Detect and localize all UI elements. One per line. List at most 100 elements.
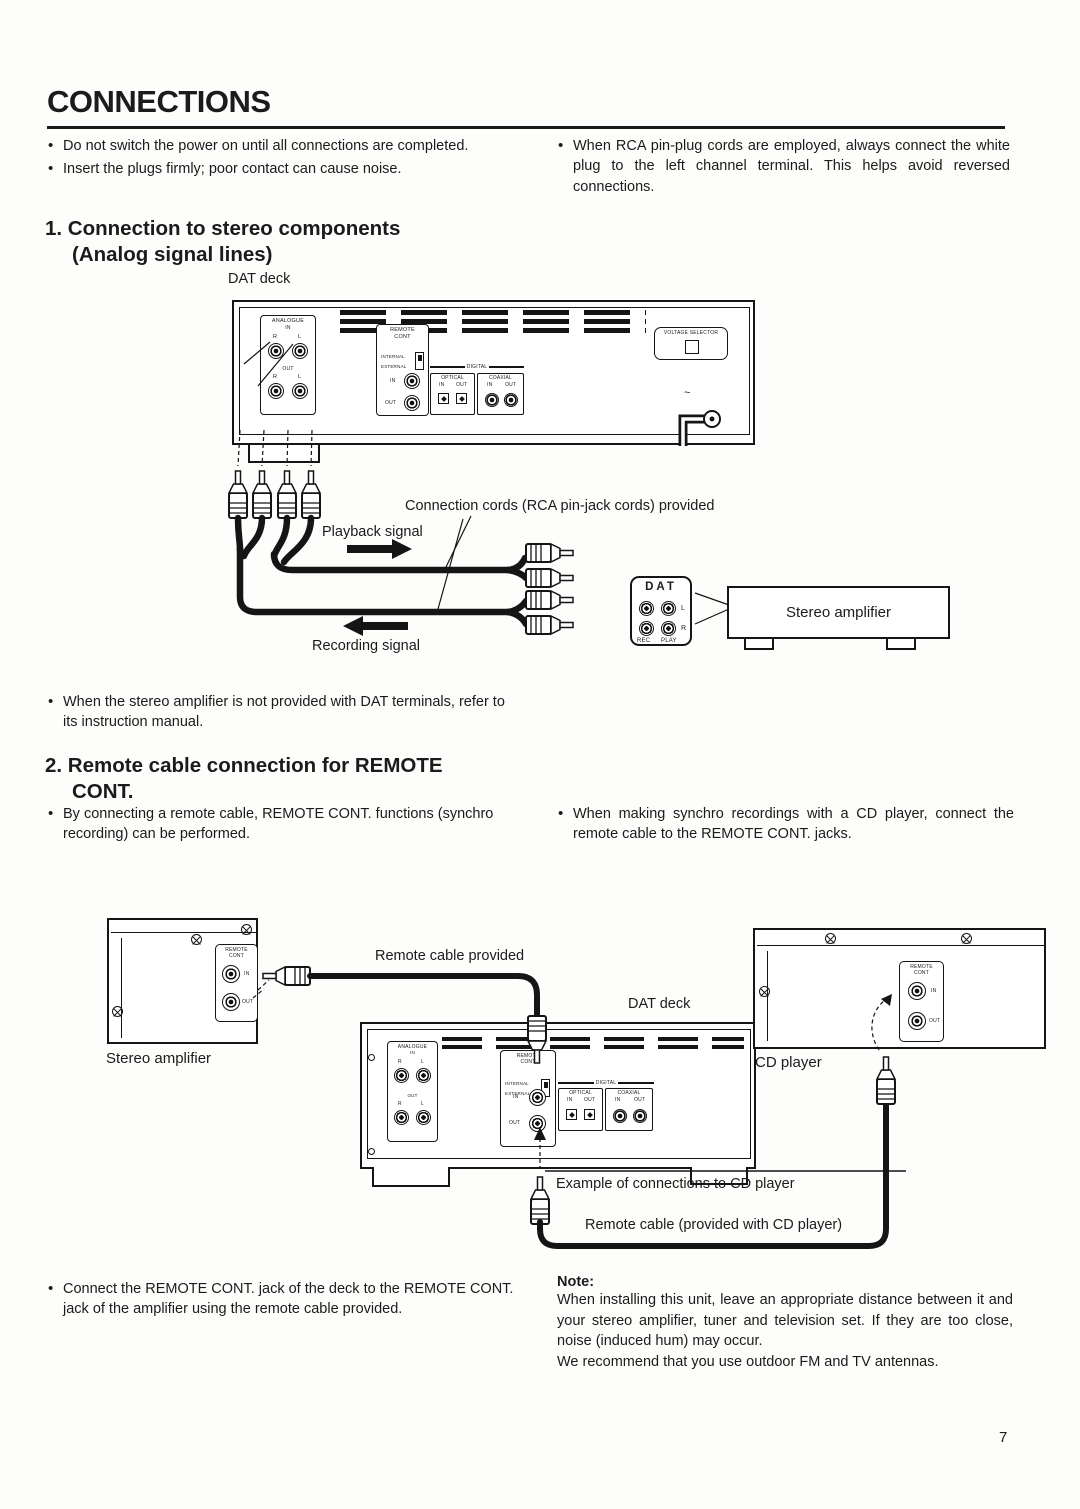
analogue-in-r-jack [394, 1068, 409, 1083]
amplifier-pointer-lines [694, 592, 730, 625]
dat-terminals-title: DAT [645, 581, 677, 593]
voltage-selector-label: VOLTAGE SELECTOR [663, 330, 719, 336]
playback-direction-arrow [347, 539, 412, 559]
digital-label: DIGITAL [466, 364, 488, 370]
r-label: R [681, 625, 687, 632]
cd-remote-cable-label: Remote cable (provided with CD player) [585, 1217, 843, 1233]
panel-edge-line [111, 932, 256, 933]
screw-icon [759, 986, 770, 997]
screw-icon [961, 933, 972, 944]
bullet-item: When the stereo amplifier is not provide… [48, 691, 518, 733]
remote-cont-block: REMOTE CONT INTERNAL EXTERNAL IN OUT [376, 324, 429, 416]
optical-out-connector [456, 393, 467, 404]
bullet-text: Insert the plugs firmly; poor contact ca… [63, 161, 402, 178]
section2-heading: 2. Remote cable connection for REMOTE CO… [45, 753, 443, 805]
coaxial-label: COAXIAL [617, 1090, 641, 1096]
remote-label: REMOTE [225, 947, 248, 953]
rca-plug-icon [525, 543, 574, 635]
panel-edge-line [121, 938, 122, 1038]
digital-section-header: DIGITAL [558, 1080, 654, 1086]
in-label: IN [244, 971, 250, 977]
remote-label: REMOTE [390, 327, 415, 333]
bullet-item: When RCA pin-plug cords are employed, al… [558, 135, 1010, 197]
connection-cords-label: Connection cords (RCA pin-jack cords) pr… [405, 498, 715, 514]
dat-deck-label: DAT deck [628, 996, 691, 1012]
analogue-terminal-block: ANALOGUE IN R L OUT R L [260, 315, 316, 415]
page-title: CONNECTIONS [47, 84, 271, 119]
remote-in-jack [222, 965, 240, 983]
note-line: When installing this unit, leave an appr… [557, 1292, 1013, 1350]
remote-out-jack [222, 993, 240, 1011]
amplifier-foot [744, 639, 774, 650]
screw-icon [241, 924, 252, 935]
out-label: OUT [456, 382, 468, 388]
screw-icon [368, 1148, 375, 1155]
in-label: IN [931, 988, 937, 994]
out-label: OUT [584, 1097, 596, 1103]
in-label: IN [285, 325, 291, 331]
coaxial-in-jack [485, 393, 499, 407]
out-label: OUT [385, 400, 397, 406]
left-channel-label: L [421, 1101, 424, 1107]
bullet-item: By connecting a remote cable, REMOTE CON… [48, 803, 506, 845]
stereo-amplifier-label: Stereo amplifier [106, 1050, 212, 1067]
analogue-terminal-block: ANALOGUE IN R L OUT R L [387, 1041, 438, 1142]
remote-out-jack [908, 1012, 926, 1030]
cont-label: CONT [394, 334, 411, 340]
dat-rec-l-jack [639, 601, 654, 616]
dat-play-r-jack [661, 621, 676, 636]
in-label: IN [487, 382, 493, 388]
optical-label: OPTICAL [569, 1090, 592, 1096]
analogue-label: ANALOGUE [271, 318, 305, 324]
bullet-text: When making synchro recordings with a CD… [573, 806, 1014, 843]
remote-cont-block: REMOTE CONT IN OUT [899, 961, 944, 1042]
out-label: OUT [242, 999, 254, 1005]
play-label: PLAY [661, 638, 677, 644]
stereo-amplifier-label: Stereo amplifier [785, 604, 892, 621]
cont-label: CONT [520, 1059, 536, 1065]
remote-out-jack [404, 395, 420, 411]
right-channel-label: R [398, 1101, 402, 1107]
in-label: IN [567, 1097, 573, 1103]
stereo-amplifier-rear-panel: REMOTE CONT IN OUT [107, 918, 258, 1044]
rca-plug-icon [228, 470, 321, 519]
out-label: OUT [407, 1093, 418, 1098]
optical-block: OPTICAL IN OUT [558, 1088, 603, 1131]
bullet-text: When the stereo amplifier is not provide… [63, 694, 505, 731]
in-label: IN [615, 1097, 621, 1103]
l-label: L [681, 605, 686, 612]
deck-foot [372, 1167, 450, 1187]
analogue-out-r-jack [394, 1110, 409, 1125]
coaxial-block: COAXIAL IN OUT [477, 373, 524, 415]
title-underline [47, 126, 1005, 129]
optical-in-connector [438, 393, 449, 404]
screw-icon [112, 1006, 123, 1017]
in-label: IN [390, 378, 396, 384]
remote-cable-label: Remote cable provided [375, 948, 525, 964]
playback-signal-label: Playback signal [322, 524, 423, 540]
dat-play-l-jack [661, 601, 676, 616]
section1-heading-line1: 1. Connection to stereo components [45, 217, 401, 240]
right-channel-label: R [398, 1059, 402, 1065]
optical-block: OPTICAL IN OUT [430, 373, 475, 415]
cont-label: CONT [229, 953, 244, 959]
rca-plug-icon [876, 1056, 896, 1105]
section1-note-bullets: When the stereo amplifier is not provide… [48, 691, 518, 736]
screw-icon [191, 934, 202, 945]
cd-player-rear-panel: REMOTE CONT IN OUT [753, 928, 1046, 1049]
internal-external-switch [415, 352, 424, 370]
ac-mark: ~ [684, 387, 691, 399]
page-number: 7 [999, 1429, 1008, 1446]
voltage-selector-block: VOLTAGE SELECTOR [654, 327, 728, 360]
intro-bullets-left: Do not switch the power on until all con… [48, 135, 500, 183]
intro-bullets-right: When RCA pin-plug cords are employed, al… [558, 135, 1010, 200]
out-label: OUT [505, 382, 517, 388]
amplifier-foot [886, 639, 916, 650]
digital-label: DIGITAL [595, 1080, 617, 1086]
analogue-out-l-jack [292, 383, 308, 399]
note-title: Note: [557, 1274, 595, 1290]
bullet-text: Do not switch the power on until all con… [63, 138, 469, 154]
remote-label: REMOTE [910, 964, 933, 970]
remote-in-jack [404, 373, 420, 389]
left-channel-label: L [298, 374, 302, 380]
